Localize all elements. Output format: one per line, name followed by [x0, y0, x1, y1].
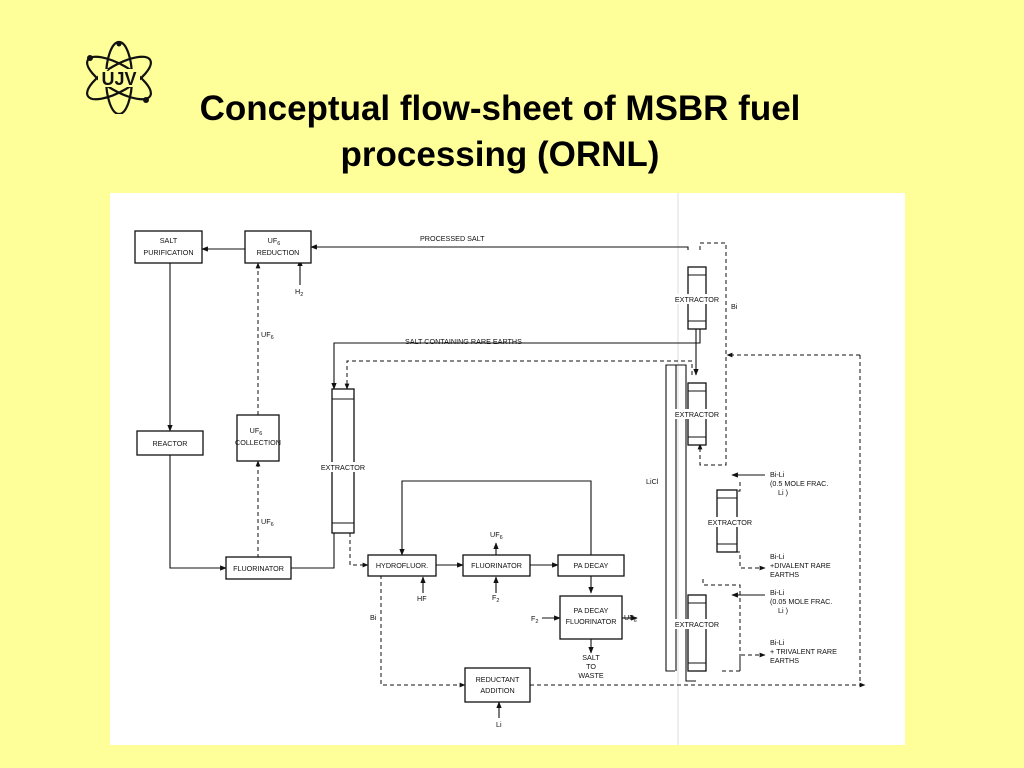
svg-text:FLUORINATOR: FLUORINATOR — [566, 617, 617, 626]
label-bili-div-1: Bi-Li — [770, 552, 785, 561]
extractor-main-column: EXTRACTOR — [312, 388, 374, 534]
label-hf: HF — [417, 594, 427, 603]
svg-text:FLUORINATOR: FLUORINATOR — [233, 564, 284, 573]
svg-text:ADDITION: ADDITION — [480, 686, 514, 695]
label-f2-b: F2 — [531, 614, 538, 625]
svg-text:PURIFICATION: PURIFICATION — [143, 248, 193, 257]
label-li: Li — [496, 720, 502, 729]
svg-text:EXTRACTOR: EXTRACTOR — [675, 295, 719, 304]
fluorinator-2-box: FLUORINATOR — [462, 554, 531, 577]
extractor-top-column: EXTRACTOR — [669, 266, 725, 330]
svg-text:SALT: SALT — [160, 236, 178, 245]
label-uf6-b: UF6 — [261, 517, 274, 528]
label-uf6-d: UF6 — [624, 613, 637, 624]
label-bili-div-3: EARTHS — [770, 570, 799, 579]
svg-text:UF6: UF6 — [268, 236, 281, 247]
slide-title-line-2: processing (ORNL) — [340, 135, 660, 174]
label-salt-to-waste-2: TO — [586, 662, 596, 671]
fluorinator-box: FLUORINATOR — [225, 556, 292, 580]
dashed-flow-lines — [255, 242, 866, 688]
label-bi-left: Bi — [370, 613, 377, 622]
label-bili-05-1: Bi-Li — [770, 470, 785, 479]
label-h2: H2 — [295, 287, 303, 298]
svg-text:PA DECAY: PA DECAY — [574, 561, 609, 570]
label-bili-div-2: +DIVALENT RARE — [770, 561, 831, 570]
svg-text:REDUCTION: REDUCTION — [257, 248, 300, 257]
label-salt-rare-earths: SALT CONTAINING RARE EARTHS — [405, 337, 522, 346]
salt-purification-box: SALT PURIFICATION — [134, 230, 203, 264]
svg-text:EXTRACTOR: EXTRACTOR — [321, 463, 365, 472]
svg-text:FLUORINATOR: FLUORINATOR — [471, 561, 522, 570]
extractor-bottom-column: EXTRACTOR — [669, 594, 725, 672]
svg-text:UF6: UF6 — [250, 426, 263, 437]
label-bili-005-3: Li ) — [778, 606, 788, 615]
slide-title: Conceptual flow-sheet of MSBR fuel proce… — [120, 86, 880, 178]
svg-text:EXTRACTOR: EXTRACTOR — [708, 518, 752, 527]
uf6-reduction-box: UF6 REDUCTION — [244, 230, 312, 264]
ujv-logo: ÚJV — [86, 40, 152, 114]
hydrofluorinator-box: HYDROFLUOR. — [367, 554, 437, 577]
label-bi-right: Bi — [731, 302, 738, 311]
label-uf6-a: UF6 — [261, 330, 274, 341]
uf6-collection-box: UF6 COLLECTION — [235, 414, 281, 462]
label-processed-salt: PROCESSED SALT — [420, 234, 485, 243]
flow-sheet-diagram: SALT PURIFICATION UF6 REDUCTION REACTOR … — [110, 193, 905, 745]
svg-text:REACTOR: REACTOR — [152, 439, 187, 448]
pa-decay-box: PA DECAY — [557, 554, 625, 577]
reactor-box: REACTOR — [136, 430, 204, 456]
svg-text:COLLECTION: COLLECTION — [235, 438, 281, 447]
label-licl: LiCl — [646, 477, 659, 486]
flow-labels: PROCESSED SALT SALT CONTAINING RARE EART… — [261, 234, 837, 729]
svg-text:EXTRACTOR: EXTRACTOR — [675, 410, 719, 419]
label-uf6-c: UF6 — [490, 530, 503, 541]
solid-flow-lines — [167, 244, 765, 718]
pa-decay-fluorinator-box: PA DECAY FLUORINATOR — [559, 595, 623, 640]
label-bili-05-2: (0.5 MOLE FRAC. — [770, 479, 828, 488]
extractor-mid-column: EXTRACTOR — [669, 382, 725, 446]
label-bili-tri-1: Bi-Li — [770, 638, 785, 647]
label-bili-tri-3: EARTHS — [770, 656, 799, 665]
slide-title-line-1: Conceptual flow-sheet of MSBR fuel — [199, 89, 801, 128]
flow-sheet-svg: SALT PURIFICATION UF6 REDUCTION REACTOR … — [134, 193, 866, 745]
label-salt-to-waste-3: WASTE — [578, 671, 603, 680]
label-bili-tri-2: + TRIVALENT RARE — [770, 647, 837, 656]
label-bili-05-3: Li ) — [778, 488, 788, 497]
label-salt-to-waste-1: SALT — [582, 653, 600, 662]
label-bili-005-2: (0.05 MOLE FRAC. — [770, 597, 832, 606]
svg-text:EXTRACTOR: EXTRACTOR — [675, 620, 719, 629]
logo-text: ÚJV — [101, 68, 136, 89]
extractor-bi-li-column: EXTRACTOR — [702, 489, 758, 553]
svg-text:PA DECAY: PA DECAY — [574, 606, 609, 615]
label-bili-005-1: Bi-Li — [770, 588, 785, 597]
label-f2-a: F2 — [492, 593, 499, 604]
reductant-addition-box: REDUCTANT ADDITION — [464, 667, 531, 703]
svg-text:HYDROFLUOR.: HYDROFLUOR. — [376, 561, 428, 570]
svg-text:REDUCTANT: REDUCTANT — [476, 675, 520, 684]
